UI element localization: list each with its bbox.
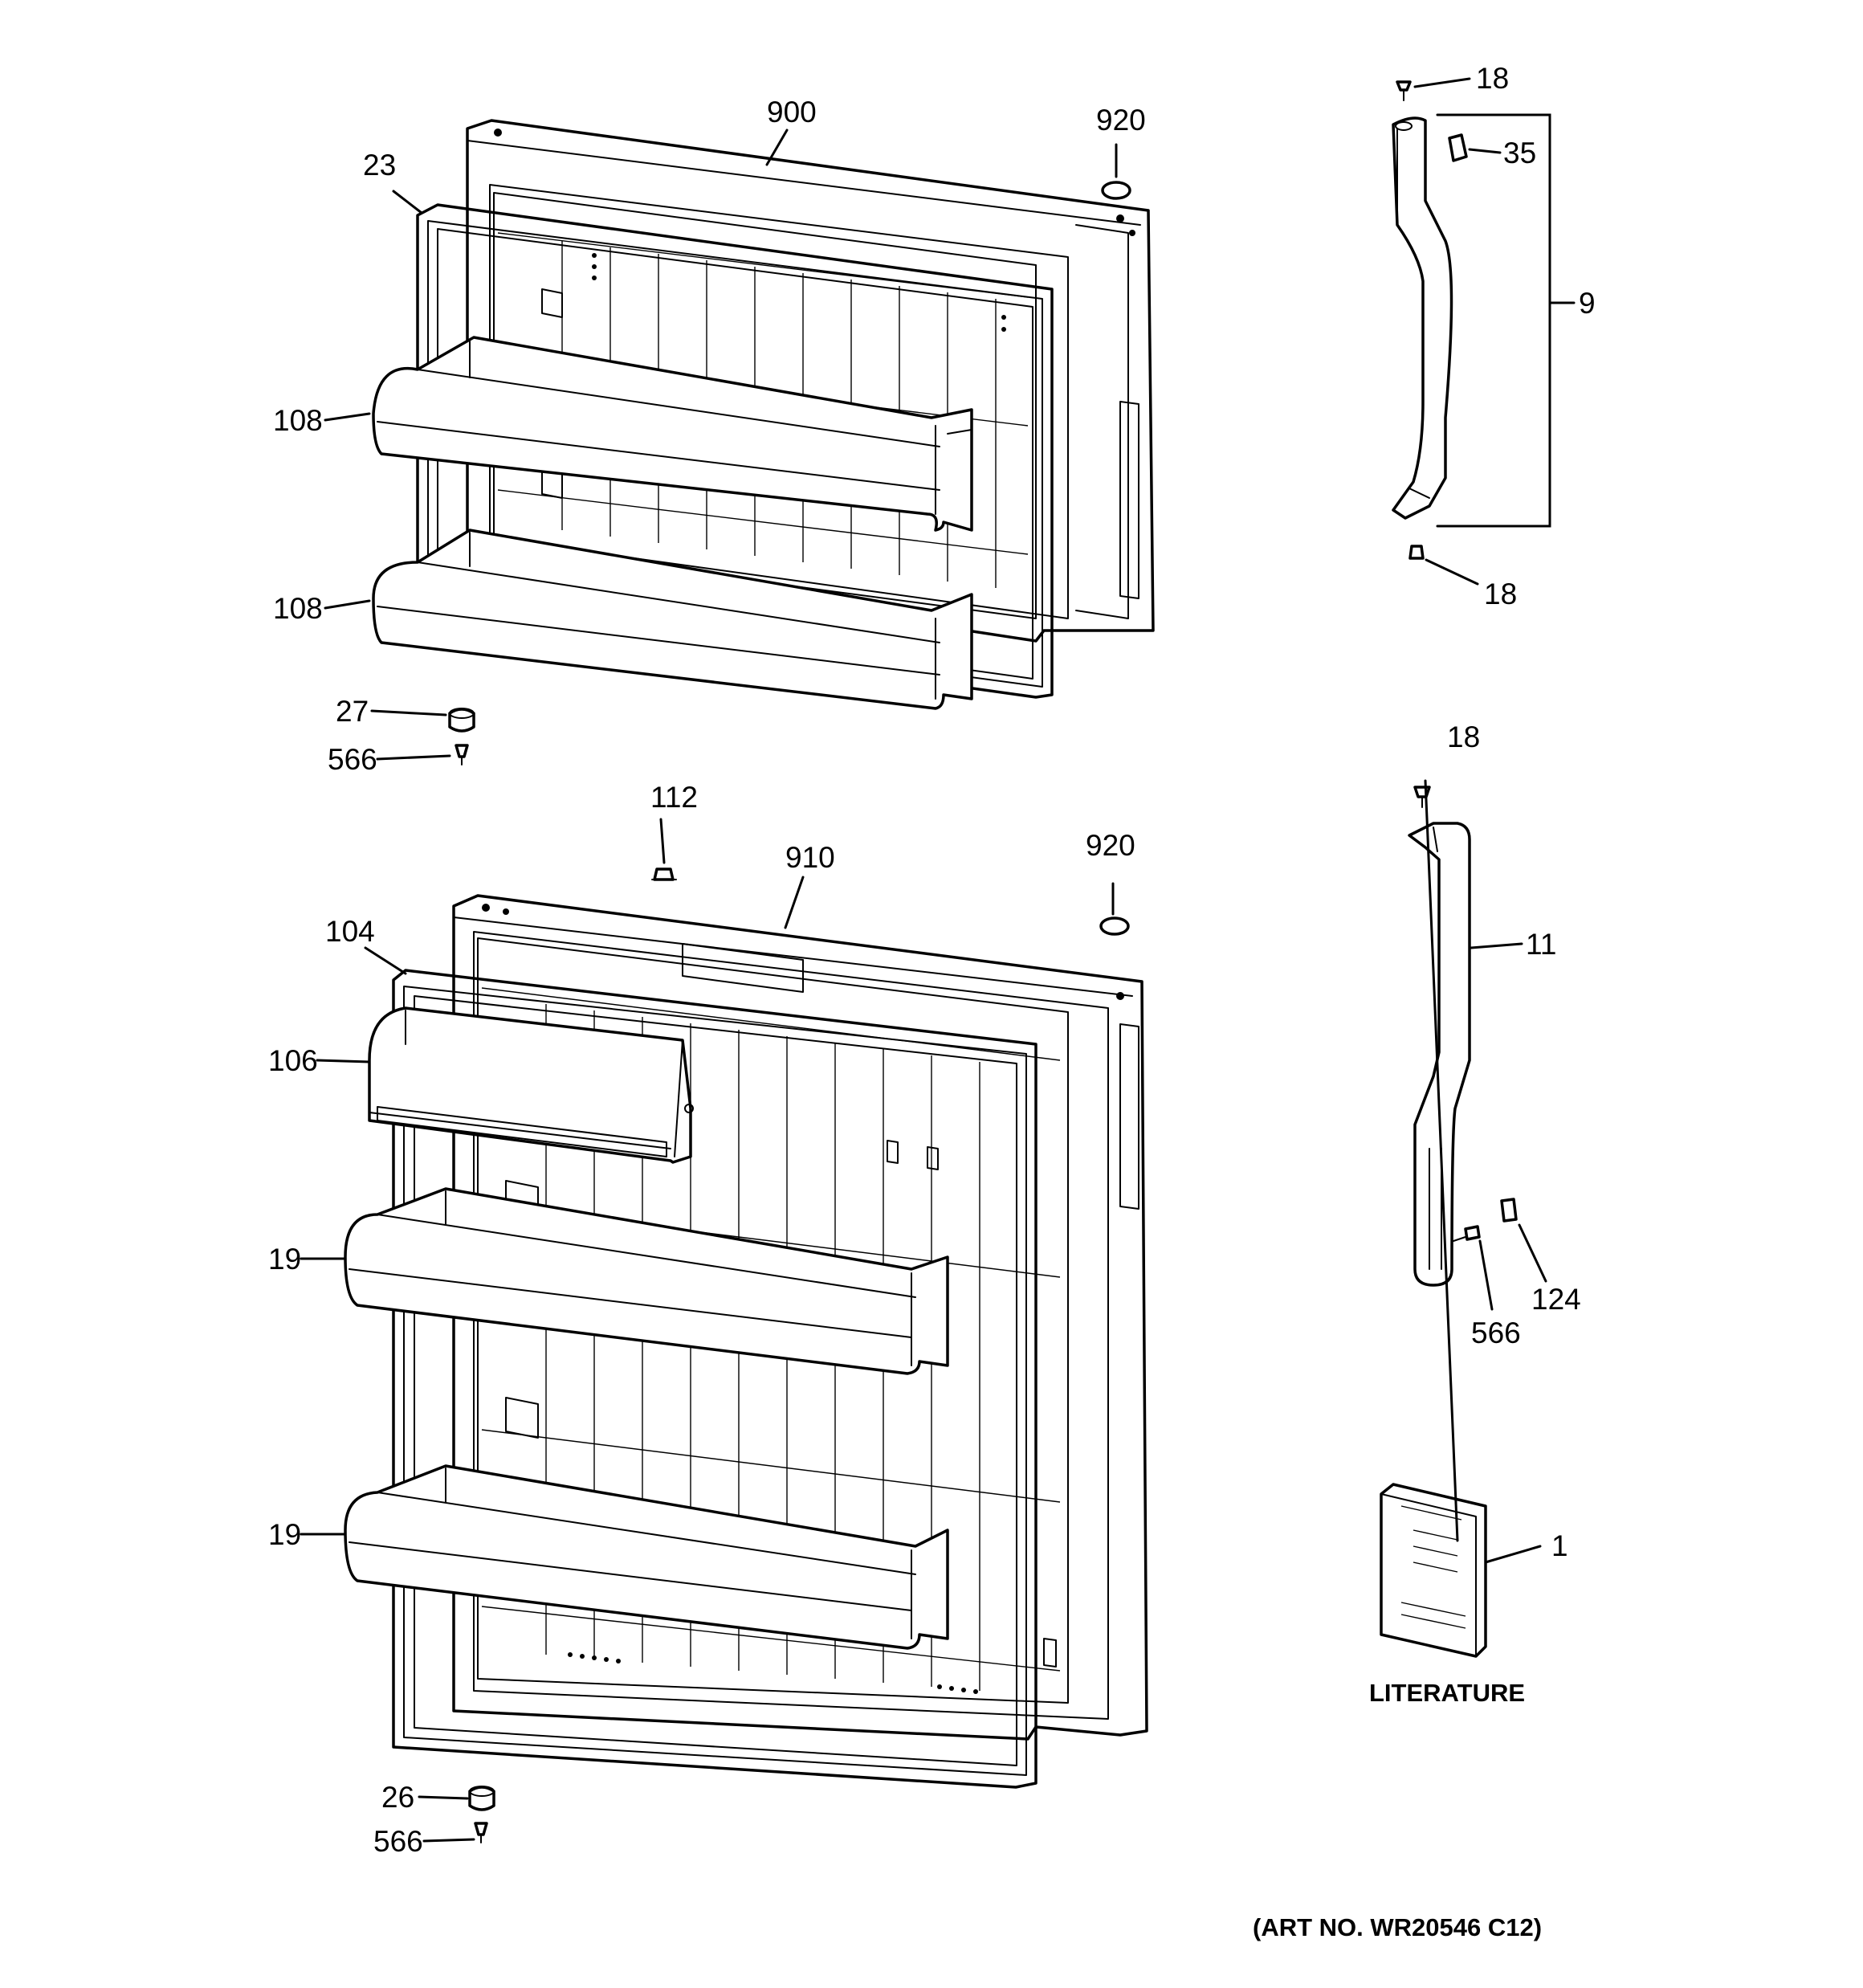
dairy-compartment-106 <box>368 1006 694 1164</box>
clip-124 <box>1500 1198 1518 1223</box>
cap-27 <box>448 708 475 733</box>
callout-112: 112 <box>650 781 698 814</box>
callout-108-lower: 108 <box>273 592 323 625</box>
callout-108-upper: 108 <box>273 404 323 437</box>
callout-19-lower: 19 <box>268 1518 301 1551</box>
callout-23: 23 <box>363 149 396 182</box>
screw-566-handle <box>1453 1225 1481 1242</box>
callout-18-mid: 18 <box>1484 578 1517 610</box>
callout-910: 910 <box>785 841 835 874</box>
fresh-food-handle-11 <box>1408 822 1471 1287</box>
freezer-shelf-bin-108-upper <box>372 336 973 532</box>
callout-9: 9 <box>1579 287 1596 320</box>
callout-35: 35 <box>1503 137 1536 169</box>
bracket-9 <box>1436 113 1551 528</box>
screw-18-mid <box>1408 545 1425 560</box>
screw-566-lower <box>474 1822 488 1843</box>
callout-27: 27 <box>336 695 369 728</box>
callout-566-upper: 566 <box>328 743 377 776</box>
callout-566-handle: 566 <box>1471 1316 1521 1349</box>
callout-19-upper: 19 <box>268 1243 301 1276</box>
callout-18-top: 18 <box>1476 62 1509 95</box>
freezer-handle-9 <box>1392 116 1453 520</box>
screw-566-upper <box>455 744 469 765</box>
screw-18-top <box>1396 80 1412 101</box>
art-number: (ART NO. WR20546 C12) <box>1253 1913 1542 1941</box>
door-shelf-bin-19-lower <box>344 1464 949 1650</box>
plug-920-bottom <box>1099 916 1130 936</box>
callout-1: 1 <box>1551 1529 1568 1562</box>
callout-920-bottom: 920 <box>1086 829 1135 862</box>
callout-566-lower: 566 <box>373 1825 423 1858</box>
callout-11: 11 <box>1526 928 1556 961</box>
literature-booklet <box>1380 1483 1487 1658</box>
callout-920-top: 920 <box>1096 104 1146 137</box>
end-cap-35 <box>1448 133 1468 162</box>
callout-900: 900 <box>767 96 817 129</box>
plug-920-top <box>1101 181 1131 200</box>
callout-26: 26 <box>381 1781 414 1814</box>
callout-18-fresh: 18 <box>1447 720 1480 753</box>
callout-106: 106 <box>268 1044 318 1077</box>
callout-104: 104 <box>325 915 375 948</box>
leader-lines <box>300 77 1576 1843</box>
door-shelf-bin-19-upper <box>344 1187 949 1375</box>
cap-26 <box>468 1786 495 1811</box>
literature-label: LITERATURE <box>1369 1679 1525 1707</box>
callout-124: 124 <box>1531 1283 1581 1316</box>
freezer-shelf-bin-108-lower <box>372 529 973 710</box>
stud-112 <box>651 867 677 881</box>
